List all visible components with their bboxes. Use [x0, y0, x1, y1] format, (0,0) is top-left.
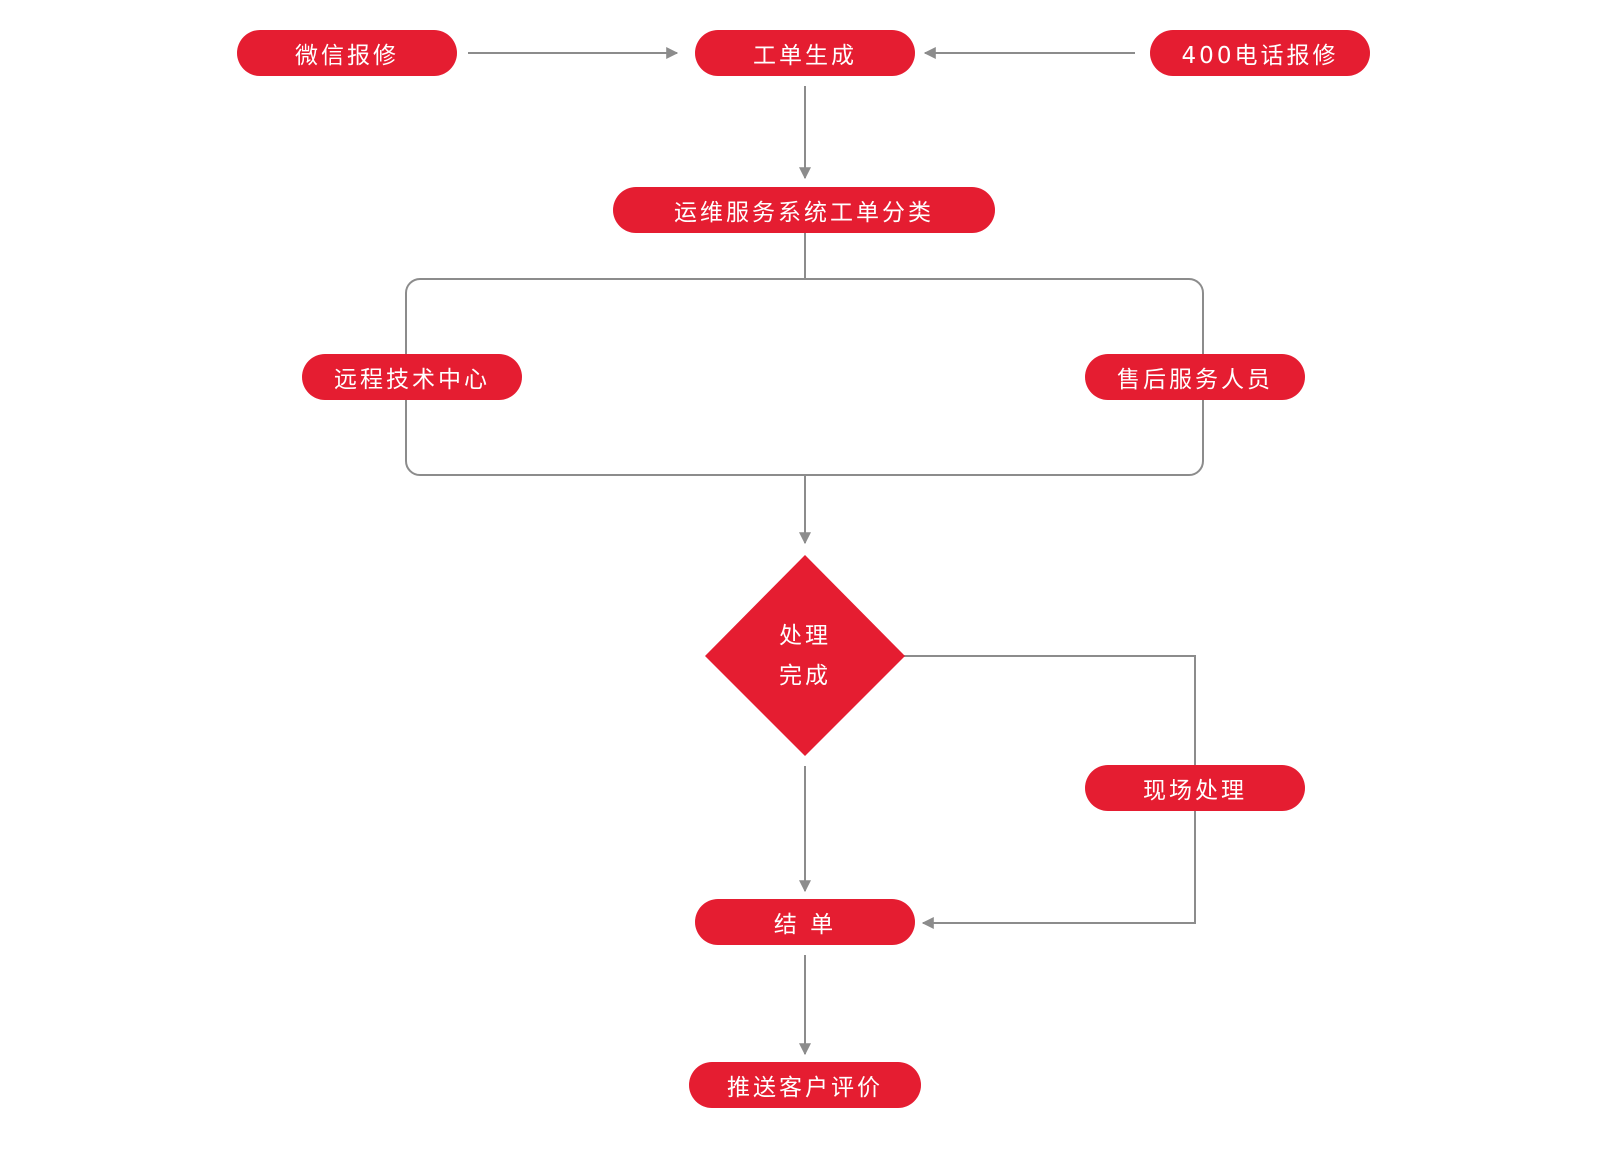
- node-push-review: 推送客户评价: [689, 1062, 921, 1108]
- node-ticket-created: 工单生成: [695, 30, 915, 76]
- node-after-sales: 售后服务人员: [1085, 354, 1305, 400]
- decision-label-line1: 处理: [779, 623, 831, 649]
- node-system-classify: 运维服务系统工单分类: [613, 187, 995, 233]
- decision-diamond: [705, 555, 905, 756]
- classification-group-frame: [405, 278, 1204, 476]
- decision-label-line2: 完成: [779, 663, 831, 689]
- node-wechat-repair: 微信报修: [237, 30, 457, 76]
- node-remote-center: 远程技术中心: [302, 354, 522, 400]
- node-phone-repair: 400电话报修: [1150, 30, 1370, 76]
- node-close-ticket: 结 单: [695, 899, 915, 945]
- node-onsite: 现场处理: [1085, 765, 1305, 811]
